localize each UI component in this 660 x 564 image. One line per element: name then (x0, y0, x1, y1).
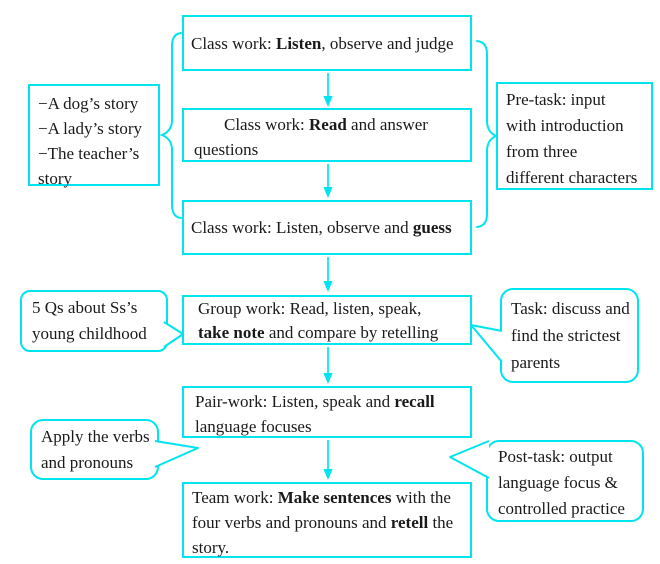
step-text: take note and compare by retelling (198, 321, 470, 345)
callout-text: language focus & (498, 473, 618, 492)
step-text: language focuses (195, 417, 312, 436)
step-text: story. (192, 538, 230, 557)
text-segment-bold: Listen (276, 33, 322, 53)
annotation-text: −The teacher’s (38, 144, 140, 163)
annotation-pre-task: Pre-task: input with introduction from t… (496, 82, 653, 190)
text-segment-bold: take note (198, 323, 265, 342)
callout-tail-task (470, 324, 503, 363)
text-segment: Class work: (191, 33, 276, 53)
flow-step-group-work: Group work: Read, listen, speak, take no… (182, 295, 472, 345)
down-arrow-3 (323, 257, 333, 292)
annotation-three-stories: −A dog’s story −A lady’s story −The teac… (28, 84, 160, 188)
text-segment: four verbs and pronouns and (192, 513, 391, 532)
text-segment-bold: guess (412, 218, 452, 237)
text-segment-bold: retell (390, 513, 429, 532)
text-segment: , observe and judge (321, 33, 454, 53)
annotation-text: from three (506, 142, 578, 161)
annotation-text: different characters (506, 168, 638, 187)
flow-step-listen-judge: Class work: Listen, observe and judge (182, 15, 472, 71)
callout-task: Task: discuss and find the strictest par… (500, 288, 639, 383)
text-segment: with the (391, 488, 451, 507)
annotation-text: story (38, 169, 72, 188)
callout-post-task: Post-task: output language focus & contr… (486, 440, 644, 522)
callout-text: find the strictest (511, 326, 621, 345)
flow-step-read-answer: Class work: Read and answer questions (182, 108, 472, 162)
down-arrow-4 (323, 347, 333, 384)
callout-five-questions: 5 Qs about Ss’s young childhood (20, 290, 168, 352)
text-segment: Class work: (224, 115, 309, 134)
annotation-text: with introduction (506, 116, 624, 135)
down-arrow-5 (323, 440, 333, 480)
callout-text: Apply the verbs (41, 427, 150, 446)
annotation-text: −A dog’s story (38, 94, 139, 113)
text-segment: Class work: Listen, observe and (191, 218, 413, 237)
step-text: Class work: Listen, observe and judge (191, 31, 454, 56)
callout-text: 5 Qs about Ss’s (32, 298, 138, 317)
left-brace (159, 32, 182, 219)
text-segment: and compare by retelling (264, 323, 439, 342)
text-segment: Team work: (192, 488, 278, 507)
callout-text: parents (511, 353, 561, 372)
flow-step-pair-work: Pair-work: Listen, speak and recall lang… (182, 386, 472, 438)
text-segment-bold: Read (309, 115, 347, 134)
callout-text: and pronouns (41, 453, 134, 472)
callout-text: controlled practice (498, 499, 625, 518)
down-arrow-2 (323, 164, 333, 198)
text-segment: the (428, 513, 454, 532)
step-text: Group work: Read, listen, speak, (198, 299, 422, 318)
step-text: Class work: Read and answer (194, 112, 470, 137)
down-arrow-1 (323, 73, 333, 107)
text-segment-bold: recall (394, 392, 435, 411)
right-brace (476, 40, 499, 228)
callout-text: Task: discuss and (511, 299, 630, 318)
callout-text: young childhood (32, 324, 147, 343)
callout-tail-apply-verbs (154, 440, 199, 468)
flow-step-listen-guess: Class work: Listen, observe and guess (182, 200, 472, 255)
step-text: Team work: Make sentences with the (192, 485, 470, 510)
callout-apply-verbs: Apply the verbs and pronouns (30, 419, 159, 480)
text-segment-bold: Make sentences (277, 488, 392, 507)
annotation-text: Pre-task: input (506, 90, 606, 109)
step-text: four verbs and pronouns and retell the (192, 510, 470, 535)
step-text: questions (194, 140, 259, 159)
text-segment: Pair-work: Listen, speak and (195, 392, 395, 411)
callout-tail-post-task (449, 440, 490, 479)
text-segment: and answer (346, 115, 428, 134)
step-text: Class work: Listen, observe and guess (191, 215, 452, 240)
flow-step-team-work: Team work: Make sentences with the four … (182, 482, 472, 558)
callout-text: Post-task: output (498, 447, 613, 466)
step-text: Pair-work: Listen, speak and recall (195, 389, 470, 414)
annotation-text: −A lady’s story (38, 119, 143, 138)
